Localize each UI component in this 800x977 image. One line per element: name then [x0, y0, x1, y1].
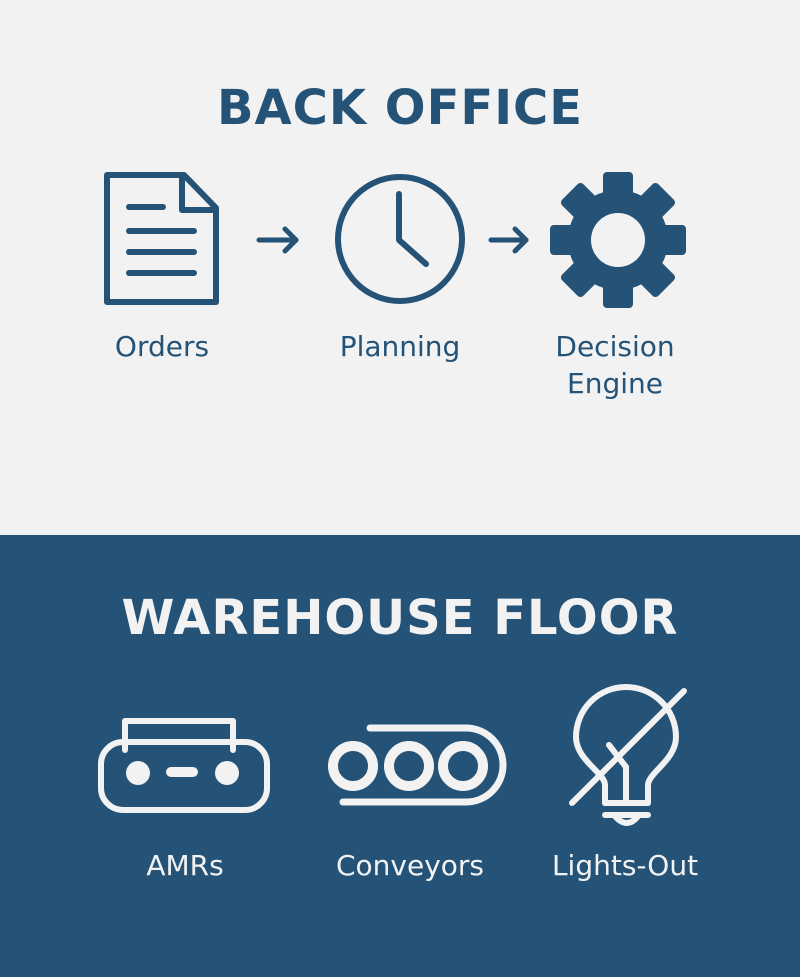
- document-icon: [104, 172, 219, 305]
- back-office-title: BACK OFFICE: [216, 80, 584, 136]
- item-label-lights-out: Lights-Out: [551, 849, 699, 882]
- item-label-amrs: AMRs: [146, 849, 224, 882]
- warehouse-floor-title: WAREHOUSE FLOOR: [121, 590, 679, 646]
- step-label-decision: Decision: [555, 330, 675, 363]
- step-label-orders: Orders: [114, 330, 210, 363]
- lightbulb-off-icon: [569, 684, 687, 826]
- step-label-planning: Planning: [339, 330, 461, 363]
- gear-icon: [550, 172, 686, 308]
- arrow-right-icon: [256, 226, 299, 254]
- back-office-section: BACK OFFICE: [0, 0, 800, 535]
- robot-icon: [98, 718, 270, 813]
- warehouse-floor-section: WAREHOUSE FLOOR AMRs Conveyors Li: [0, 535, 800, 977]
- arrow-right-icon: [488, 226, 529, 254]
- item-label-conveyors: Conveyors: [335, 849, 485, 882]
- step-label-engine: Engine: [567, 367, 663, 400]
- conveyor-icon: [328, 724, 507, 806]
- clock-icon: [335, 174, 465, 304]
